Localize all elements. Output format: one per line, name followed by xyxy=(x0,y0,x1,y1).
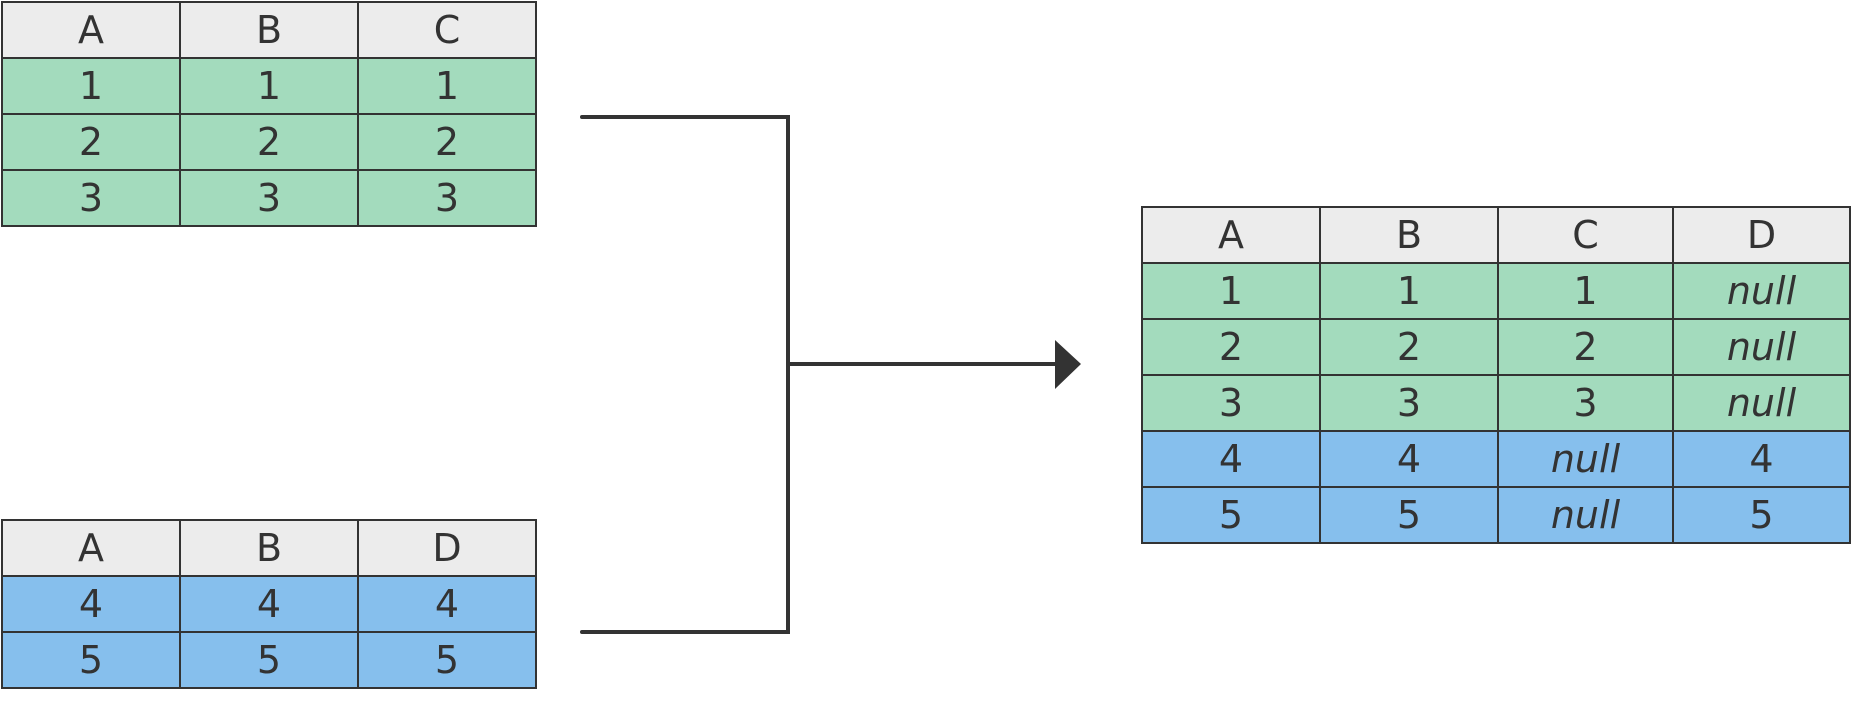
table-cell: 3 xyxy=(1497,374,1674,432)
table-cell: 3 xyxy=(1141,374,1321,432)
table-cell: 3 xyxy=(1319,374,1499,432)
column-header: A xyxy=(1,519,181,577)
connector-line-top xyxy=(580,115,790,366)
table-cell: 5 xyxy=(1141,486,1321,544)
table-cell: 3 xyxy=(179,169,359,227)
table-cell: null xyxy=(1672,374,1851,432)
table-cell: null xyxy=(1497,430,1674,488)
table-cell: 1 xyxy=(1497,262,1674,320)
table-cell: 5 xyxy=(1319,486,1499,544)
table-cell: 2 xyxy=(179,113,359,171)
table-cell: 1 xyxy=(357,57,537,115)
table-cell: 1 xyxy=(1,57,181,115)
table-cell: 1 xyxy=(179,57,359,115)
table-cell: null xyxy=(1672,262,1851,320)
table-cell: 2 xyxy=(357,113,537,171)
table-cell: 2 xyxy=(1141,318,1321,376)
column-header: D xyxy=(357,519,537,577)
table-cell: 4 xyxy=(1141,430,1321,488)
table-cell: 5 xyxy=(357,631,537,689)
column-header: A xyxy=(1141,206,1321,264)
table-cell: 4 xyxy=(1,575,181,633)
table-cell: 4 xyxy=(179,575,359,633)
table-cell: 4 xyxy=(1319,430,1499,488)
table-cell: 2 xyxy=(1319,318,1499,376)
table-cell: 4 xyxy=(357,575,537,633)
column-header: B xyxy=(179,1,359,59)
table-cell: 1 xyxy=(1319,262,1499,320)
table-cell: 2 xyxy=(1497,318,1674,376)
table-cell: 4 xyxy=(1672,430,1851,488)
column-header: B xyxy=(179,519,359,577)
table-cell: null xyxy=(1497,486,1674,544)
table-cell: 3 xyxy=(357,169,537,227)
column-header: A xyxy=(1,1,181,59)
column-header: B xyxy=(1319,206,1499,264)
table-cell: 1 xyxy=(1141,262,1321,320)
table-cell: 5 xyxy=(1672,486,1851,544)
connector-line-bottom xyxy=(580,362,790,634)
table-cell: 5 xyxy=(179,631,359,689)
column-header: C xyxy=(1497,206,1674,264)
column-header: C xyxy=(357,1,537,59)
table-cell: 3 xyxy=(1,169,181,227)
table-cell: 5 xyxy=(1,631,181,689)
table-cell: 2 xyxy=(1,113,181,171)
table-cell: null xyxy=(1672,318,1851,376)
arrow-head-icon xyxy=(1055,340,1081,389)
column-header: D xyxy=(1672,206,1851,264)
